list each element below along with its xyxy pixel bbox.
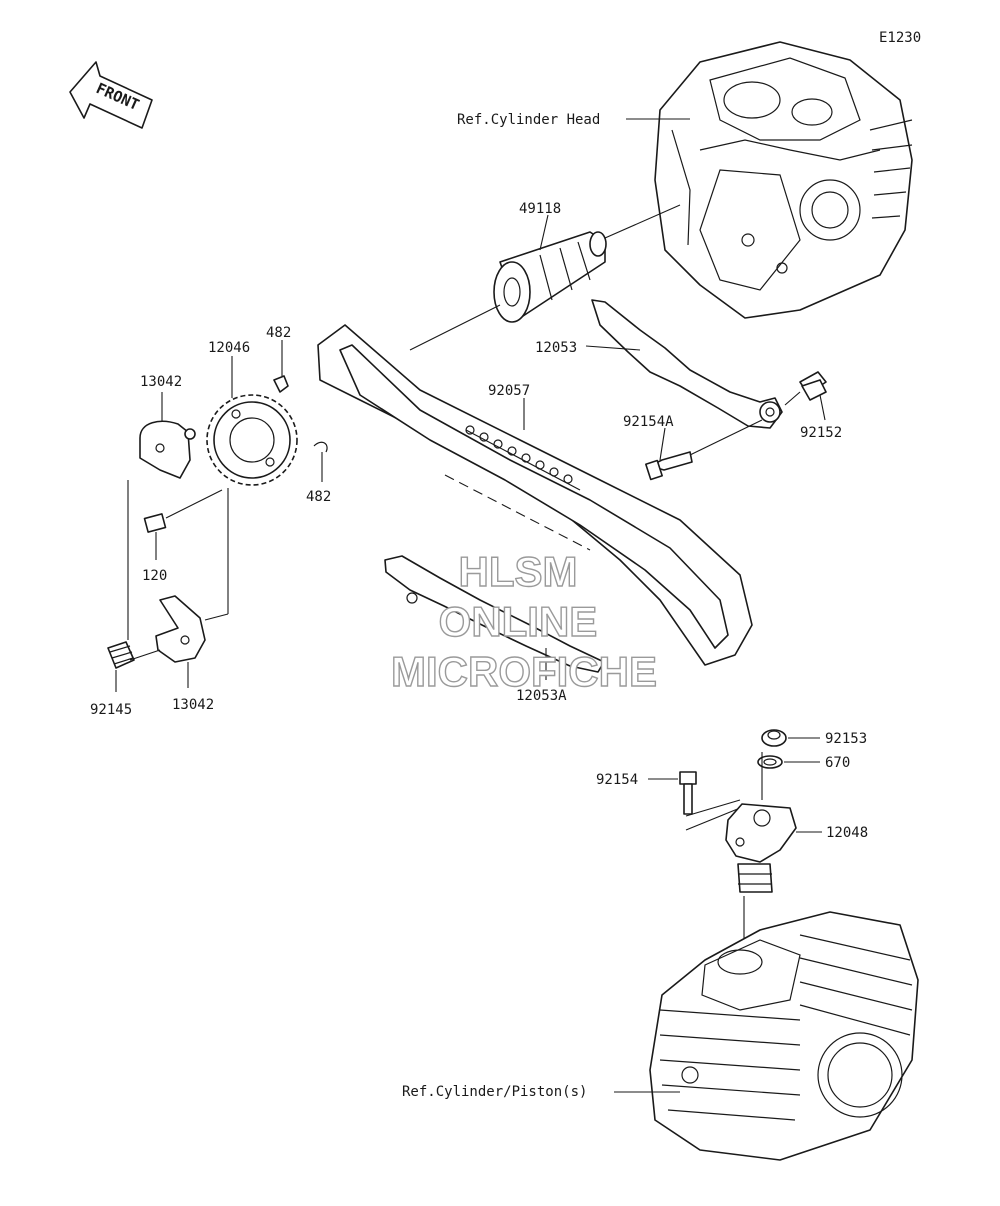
part-number-92152: 92152 (800, 425, 842, 441)
watermark: HLSM ONLINE MICROFICHE (390, 547, 657, 695)
part-number-13042-bottom: 13042 (172, 697, 214, 713)
bolt-120-illustration (143, 513, 167, 533)
cylinder-illustration (649, 911, 919, 1161)
spring-to-weight-line (129, 649, 161, 661)
spring-illustration (107, 641, 135, 669)
tensioner-illustration (725, 803, 797, 893)
collar-leader (819, 394, 826, 421)
camshaft-illustration (493, 231, 607, 323)
bolt-120-to-sprocket-line (165, 489, 223, 519)
part-number-92154: 92154 (596, 772, 638, 788)
sprocket-illustration (206, 394, 298, 486)
cylinder-piston-ref-label: Ref.Cylinder/Piston(s) (402, 1084, 587, 1100)
camshaft-to-chain-line (409, 304, 501, 351)
part-number-92154A: 92154A (623, 414, 674, 430)
part-number-12046: 12046 (208, 340, 250, 356)
camshaft-to-head-line (604, 204, 681, 239)
front-arrow-icon: FRONT (69, 61, 153, 129)
circlip-bottom-illustration (313, 441, 328, 453)
part-number-13042-top: 13042 (140, 374, 182, 390)
bolt-92154A-illustration (645, 451, 693, 481)
chain-guide-upper-illustration (591, 299, 783, 429)
part-number-482-bottom: 482 (306, 489, 331, 505)
part-number-92145: 92145 (90, 702, 132, 718)
cylinder-head-ref-label: Ref.Cylinder Head (457, 112, 600, 128)
weight-bottom-assembly-line (204, 613, 229, 621)
bolt-92154-illustration (679, 771, 697, 815)
part-number-92153: 92153 (825, 731, 867, 747)
chain-guide-lower-illustration (384, 555, 605, 673)
watermark-line-3: MICROFICHE (391, 648, 657, 695)
o-ring-illustration (757, 755, 783, 769)
collar-to-guide-line (784, 391, 801, 406)
part-number-12053: 12053 (535, 340, 577, 356)
part-number-670: 670 (825, 755, 850, 771)
weight-top-illustration (139, 420, 196, 479)
part-number-12048: 12048 (826, 825, 868, 841)
part-number-12053A: 12053A (516, 688, 567, 704)
bolt-92154-to-tensioner-a (685, 799, 741, 817)
cylinder-head-illustration (654, 41, 913, 319)
circlip-top-illustration (273, 375, 289, 393)
watermark-line-2: ONLINE (439, 598, 598, 645)
weight-bottom-illustration (155, 595, 206, 663)
bolt-92154-to-tensioner-b (685, 807, 741, 831)
camshaft-leader (539, 214, 549, 251)
part-number-92057: 92057 (488, 383, 530, 399)
part-number-49118: 49118 (519, 201, 561, 217)
part-number-120: 120 (142, 568, 167, 584)
diagram-code: E1230 (879, 30, 921, 46)
collar-illustration (799, 371, 827, 401)
guide-upper-leader (585, 345, 641, 351)
part-number-482-top: 482 (266, 325, 291, 341)
watermark-line-1: HLSM (459, 548, 578, 595)
cam-chain-illustration (317, 324, 753, 666)
bolt-92154A-leader (659, 427, 666, 461)
cap-bolt-illustration (761, 729, 787, 747)
bolt-92154A-to-guide-line (689, 419, 763, 456)
